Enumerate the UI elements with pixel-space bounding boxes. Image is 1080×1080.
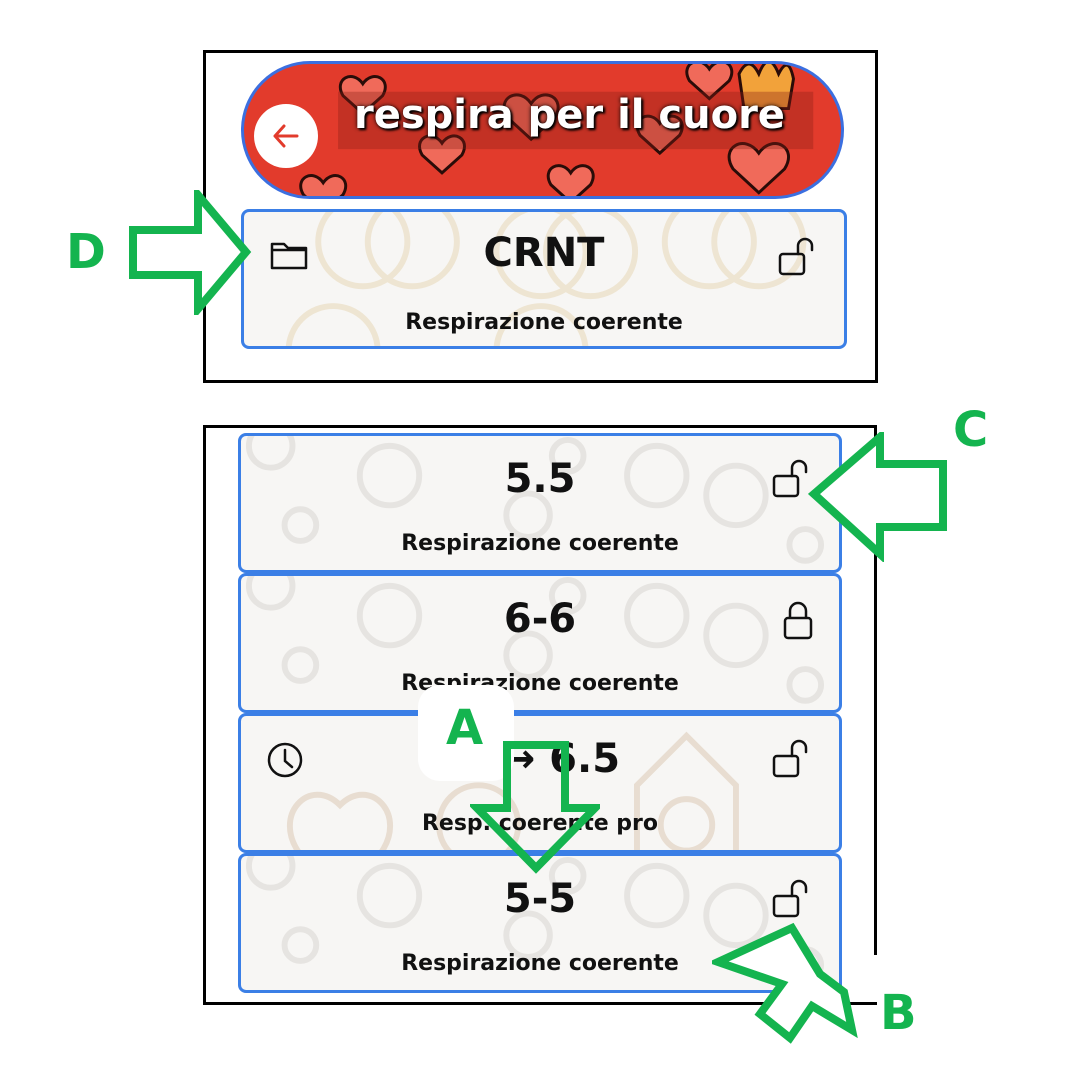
category-card-crnt[interactable]: CRNT Respirazione coerente [241,209,847,349]
lock-open-icon[interactable] [771,734,811,782]
card-title: CRNT [483,230,605,276]
bottom-panel: 5.5 Respirazione coerente 6-6 Respirazio… [203,425,877,1005]
header-title: respira per il cuore [354,92,785,138]
top-panel: respira per il cuore CRNT Respirazione c… [203,50,878,383]
circles-pattern [285,212,807,346]
card-title: 5.5 [504,456,576,502]
back-button[interactable] [254,104,318,168]
annotation-label-c: C [953,402,989,458]
annotation-label-a-box [418,685,514,781]
annotation-label-d: D [66,224,106,280]
annotation-arrow-a [470,741,600,874]
arrow-left-icon [273,124,299,148]
clock-icon[interactable] [265,740,305,780]
lock-closed-icon[interactable] [781,598,815,642]
hearts-background [259,64,814,196]
lock-open-icon[interactable] [771,454,811,502]
card-title: 6-6 [503,596,577,642]
annotation-label-a: A [446,700,484,756]
annotation-arrow-d [129,190,252,315]
gears-pattern [245,576,825,704]
gears-pattern [245,436,825,564]
clocks-pattern [286,731,739,850]
lock-open-icon[interactable] [777,232,817,280]
exercise-card-5.5[interactable]: 5.5 Respirazione coerente [238,433,842,573]
card-subtitle: Respirazione coerente [401,951,679,976]
card-subtitle: Respirazione coerente [405,310,683,335]
exercise-card-6-6[interactable]: 6-6 Respirazione coerente [238,573,842,713]
lock-open-icon[interactable] [771,874,811,922]
annotation-label-b: B [880,985,917,1041]
panel-border [874,425,877,955]
card-subtitle: Respirazione coerente [401,671,679,696]
card-subtitle: Resp. coerente pro [421,811,659,836]
card-subtitle: Respirazione coerente [401,531,679,556]
folder-icon [270,242,308,270]
annotation-arrow-b [712,922,858,1044]
card-title: 5-5 [503,876,577,922]
exercise-card-pro[interactable]: 4 → 6.5 Resp. coerente pro [238,713,842,853]
annotation-arrow-c [808,432,947,562]
header-bar: respira per il cuore [241,61,844,199]
exercise-card-5-5[interactable]: 5-5 Respirazione coerente [238,853,842,993]
